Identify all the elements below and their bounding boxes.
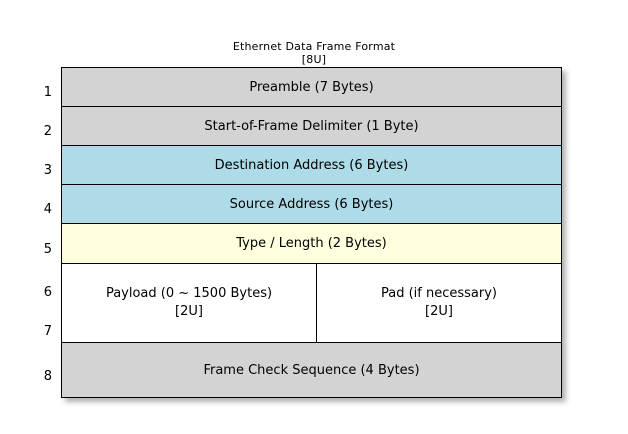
page-title-note: [8U] [301,53,327,66]
frame-field-label: Frame Check Sequence (4 Bytes) [203,362,420,378]
frame-field-start-of-frame-delimiter: Start-of-Frame Delimiter (1 Byte) [62,107,561,146]
row-number-4: 4 [43,202,52,217]
frame-field-label: Destination Address (6 Bytes) [214,157,409,173]
frame-field-label: Start-of-Frame Delimiter (1 Byte) [204,118,419,134]
frame-field-label: Preamble (7 Bytes) [249,79,374,95]
frame-field-preamble: Preamble (7 Bytes) [62,68,561,107]
row-number-1: 1 [43,85,52,100]
frame-field-note: [2U] [175,304,203,319]
page-title: Ethernet Data Frame Format [232,40,396,53]
frame-field-payload: Payload (0 ~ 1500 Bytes) [2U] [62,264,317,342]
frame-field-label: Source Address (6 Bytes) [229,196,394,212]
frame-field-payload-pad-row: Payload (0 ~ 1500 Bytes) [2U] Pad (if ne… [62,264,561,343]
row-number-gutter: 1 2 3 4 5 6 7 8 [20,67,52,398]
row-number-8: 8 [43,369,52,384]
frame-field-label: Payload (0 ~ 1500 Bytes) [105,286,273,301]
frame-field-source-address: Source Address (6 Bytes) [62,185,561,224]
frame-field-label: Type / Length (2 Bytes) [236,236,387,251]
row-number-2: 2 [43,124,52,139]
frame-field-label: Pad (if necessary) [380,286,497,301]
row-number-3: 3 [43,163,52,178]
row-number-7: 7 [43,324,52,339]
frame-field-type-length: Type / Length (2 Bytes) [62,224,561,264]
row-number-5: 5 [43,242,52,257]
row-number-6: 6 [43,285,52,300]
frame-field-note: [2U] [425,304,453,319]
ethernet-frame-table: Preamble (7 Bytes) Start-of-Frame Delimi… [61,67,562,398]
frame-field-frame-check-sequence: Frame Check Sequence (4 Bytes) [62,343,561,397]
frame-field-destination-address: Destination Address (6 Bytes) [62,146,561,185]
diagram-title-block: Ethernet Data Frame Format [8U] [0,40,628,66]
frame-field-pad: Pad (if necessary) [2U] [317,264,561,342]
